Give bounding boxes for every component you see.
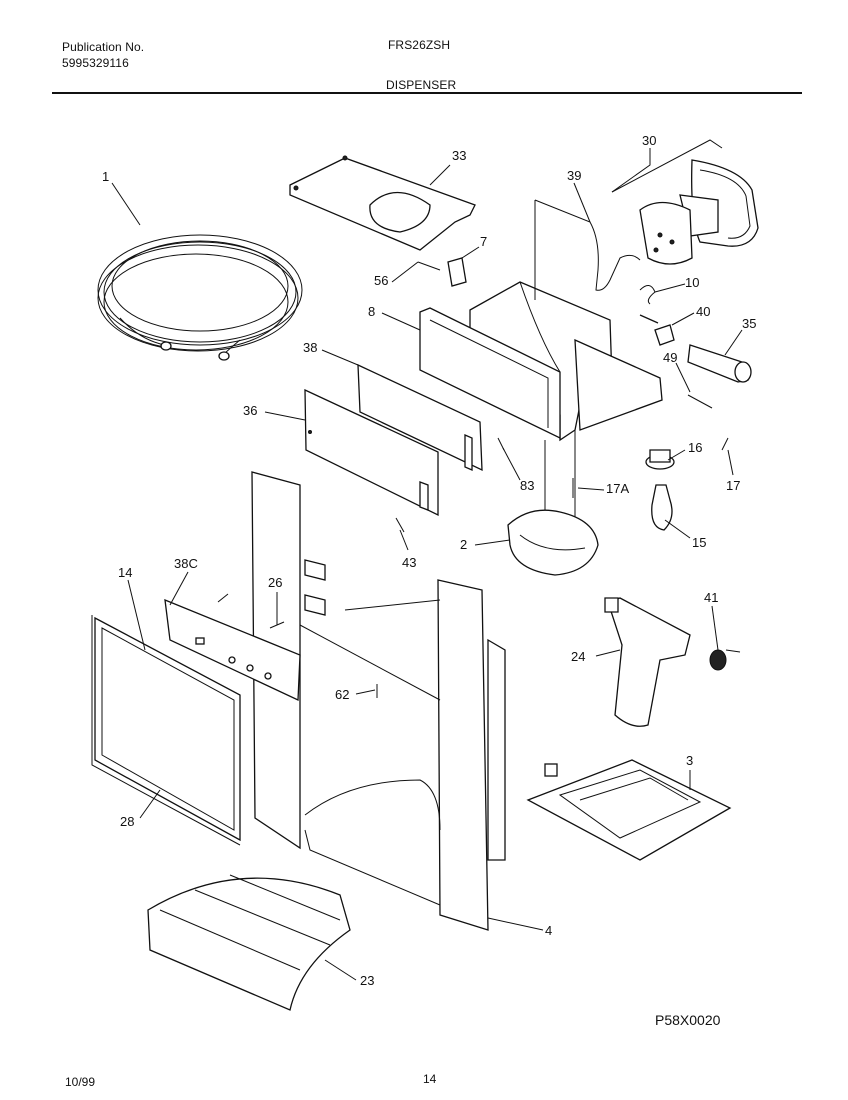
callout-33: 33 — [452, 148, 466, 163]
callout-labels: 1 33 30 39 7 56 10 8 40 35 38 49 36 16 8… — [102, 133, 756, 988]
part-38-panel — [357, 363, 483, 472]
part-39-wire — [534, 199, 641, 291]
front-frame-right — [437, 579, 506, 931]
callout-8: 8 — [368, 304, 375, 319]
callout-56: 56 — [374, 273, 388, 288]
section-title: DISPENSER — [386, 78, 457, 92]
part-3-heater — [526, 759, 732, 861]
part-1-tubing-coil — [97, 234, 303, 361]
part-30-door-assembly — [611, 139, 759, 265]
header-rule — [52, 92, 802, 94]
callout-43: 43 — [402, 555, 416, 570]
part-15-bulb — [651, 484, 673, 531]
part-35-solenoid — [687, 344, 752, 383]
part-10-clip — [639, 285, 656, 305]
callout-2: 2 — [460, 537, 467, 552]
publication-label: Publication No. — [62, 40, 145, 54]
callout-40: 40 — [696, 304, 710, 319]
callout-10: 10 — [685, 275, 699, 290]
callout-4: 4 — [545, 923, 552, 938]
callout-17a: 17A — [606, 481, 629, 496]
callout-17: 17 — [726, 478, 740, 493]
part-36-panel — [304, 388, 439, 517]
callout-35: 35 — [742, 316, 756, 331]
part-40-body — [654, 324, 675, 346]
callout-14: 14 — [118, 565, 132, 580]
part-14-overlay — [94, 616, 241, 842]
callout-41: 41 — [704, 590, 718, 605]
callout-24: 24 — [571, 649, 585, 664]
callout-36: 36 — [243, 403, 257, 418]
part-7-bracket — [447, 257, 467, 287]
part-43-screw — [395, 517, 405, 533]
callout-30: 30 — [642, 133, 656, 148]
publication-number: 5995329116 — [62, 56, 129, 70]
part-28-frame — [91, 615, 241, 846]
leader-lines — [111, 148, 743, 981]
callout-16: 16 — [688, 440, 702, 455]
part-41-spring — [709, 649, 741, 671]
callout-38: 38 — [303, 340, 317, 355]
part-49-fastener — [687, 394, 713, 409]
base-tray — [299, 599, 441, 906]
part-56-screw — [417, 261, 441, 271]
footer-date: 10/99 — [65, 1075, 96, 1089]
page-number: 14 — [423, 1072, 437, 1086]
part-8-chute-housing — [419, 200, 663, 442]
callout-49: 49 — [663, 350, 677, 365]
callout-15: 15 — [692, 535, 706, 550]
callout-1: 1 — [102, 169, 109, 184]
part-38c-control-board — [164, 598, 301, 702]
part-16-motor — [645, 449, 675, 470]
part-33-cover-plate — [289, 155, 476, 251]
callout-26: 26 — [268, 575, 282, 590]
callout-7: 7 — [480, 234, 487, 249]
model-number: FRS26ZSH — [388, 38, 451, 52]
callout-83: 83 — [520, 478, 534, 493]
screw-38c — [217, 593, 229, 603]
callout-38c: 38C — [174, 556, 198, 571]
part-17-screw — [721, 437, 729, 451]
callout-62: 62 — [335, 687, 349, 702]
callout-28: 28 — [120, 814, 134, 829]
part-40-connector — [639, 314, 659, 324]
drawing-code: P58X0020 — [655, 1012, 721, 1028]
part-24-actuator-lever — [604, 597, 691, 727]
callout-3: 3 — [686, 753, 693, 768]
callout-39: 39 — [567, 168, 581, 183]
callout-23: 23 — [360, 973, 374, 988]
part-2-cup — [507, 509, 599, 576]
part-23-drip-tray — [147, 874, 351, 1011]
